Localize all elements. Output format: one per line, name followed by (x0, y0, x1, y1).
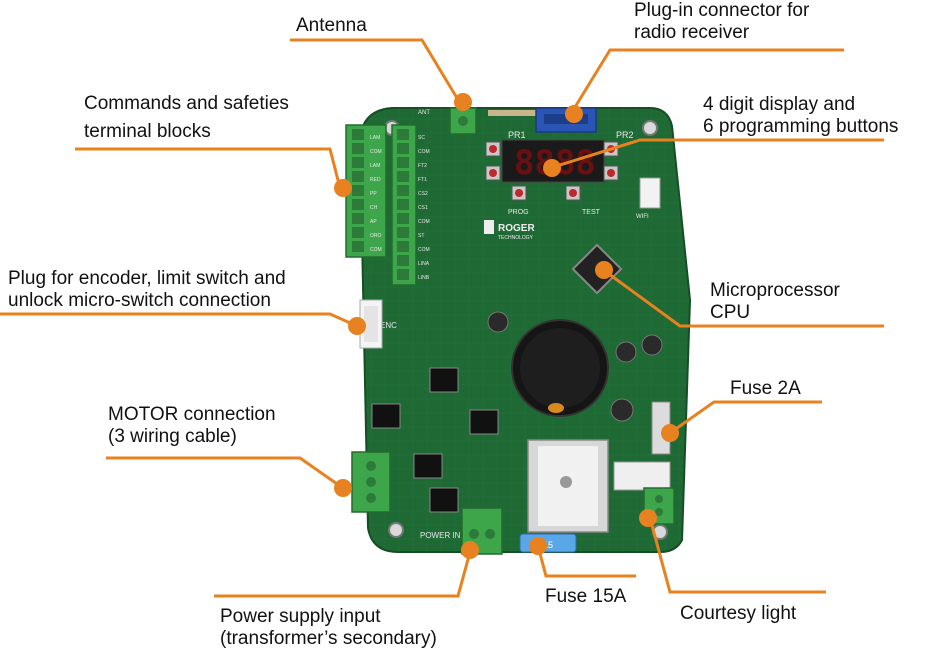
board-label-prog: PROG (508, 209, 529, 216)
board-label-wifi: WIFI (636, 214, 649, 220)
leader-lines (0, 38, 884, 598)
leader-courtesy (648, 517, 826, 594)
leader-display (559, 138, 884, 167)
terminal-label: AP (370, 219, 377, 225)
leader-fuse15 (536, 545, 636, 578)
heat-sink (527, 439, 609, 533)
terminal-label: COM (418, 247, 430, 253)
label-antenna: Antenna (296, 15, 367, 36)
board-label-power-in: POWER IN (420, 531, 461, 540)
terminal-screw (397, 185, 409, 196)
label-courtesy-light: Courtesy light (680, 603, 797, 624)
terminal-label: CH (370, 205, 378, 211)
terminal-label: COM (370, 247, 382, 253)
terminal-screw (352, 227, 364, 238)
board-label-pr2: PR2 (616, 130, 634, 140)
terminal-label: PP (370, 191, 377, 197)
label-motor: MOTOR connection(3 wiring cable) (108, 404, 276, 447)
mosfet-array (371, 367, 499, 513)
board-label-ant: ANT (418, 110, 430, 116)
terminal-label: FT2 (418, 163, 427, 169)
small-capacitors (487, 311, 663, 422)
terminal-screw (397, 241, 409, 252)
terminal-screw (397, 129, 409, 140)
terminal-screw (397, 255, 409, 266)
leader-commands (75, 147, 342, 189)
leader-power (214, 551, 472, 598)
terminal-screw (397, 171, 409, 182)
terminal-label: LAM (370, 135, 380, 141)
terminal-screw (352, 157, 364, 168)
terminal-label: COM (418, 149, 430, 155)
wifi-connector (639, 177, 661, 209)
leader-encoder (0, 312, 358, 328)
leader-cpu (597, 264, 884, 328)
terminal-screw (397, 199, 409, 210)
board-label-test: TEST (582, 209, 601, 216)
relay (613, 461, 671, 491)
leader-radio (570, 48, 844, 113)
terminal-label: ORO (370, 233, 382, 239)
large-capacitor (511, 319, 609, 417)
label-fuse-2a: Fuse 2A (730, 378, 801, 399)
label-power-supply: Power supply input(transformer’s seconda… (220, 606, 437, 649)
terminal-screw (397, 157, 409, 168)
terminal-screw (352, 199, 364, 210)
fuse-15a-part: 15 (519, 533, 577, 553)
terminal-screw (397, 227, 409, 238)
terminal-screw (397, 213, 409, 224)
terminal-screw (352, 129, 364, 140)
terminal-label: LINA (418, 261, 430, 267)
terminal-label: COM (418, 219, 430, 225)
leader-fuse2 (669, 400, 822, 435)
terminal-label: LAM (370, 163, 380, 169)
brand-text: ROGER (498, 223, 535, 234)
terminal-label: CS2 (418, 191, 428, 197)
antenna-connector (449, 107, 477, 135)
terminal-label: SC (418, 135, 425, 141)
terminal-screw (352, 185, 364, 196)
board-label-enc: ENC (380, 321, 397, 330)
terminal-label: ST (418, 233, 424, 239)
brand-sub-text: TECHNOLOGY (498, 235, 534, 241)
brand-logo: ROGER TECHNOLOGY (484, 220, 535, 241)
terminal-label: RED (370, 177, 381, 183)
terminal-screw (352, 143, 364, 154)
terminal-label: FT1 (418, 177, 427, 183)
leader-dots (334, 93, 679, 559)
terminal-label: CS1 (418, 205, 428, 211)
board-label-pr1: PR1 (508, 130, 526, 140)
terminal-label: LINB (418, 275, 430, 281)
fuse-15a-value: 15 (543, 540, 553, 550)
leader-motor (106, 456, 341, 488)
encoder-plug (359, 299, 383, 349)
motor-connector (351, 451, 391, 513)
terminal-screw (352, 171, 364, 182)
terminal-label: COM (370, 149, 382, 155)
terminal-screw (397, 143, 409, 154)
leader-antenna (290, 38, 465, 109)
terminal-screw (397, 269, 409, 280)
terminal-screw (352, 213, 364, 224)
terminal-screw (352, 241, 364, 252)
label-fuse-15a: Fuse 15A (545, 586, 627, 607)
